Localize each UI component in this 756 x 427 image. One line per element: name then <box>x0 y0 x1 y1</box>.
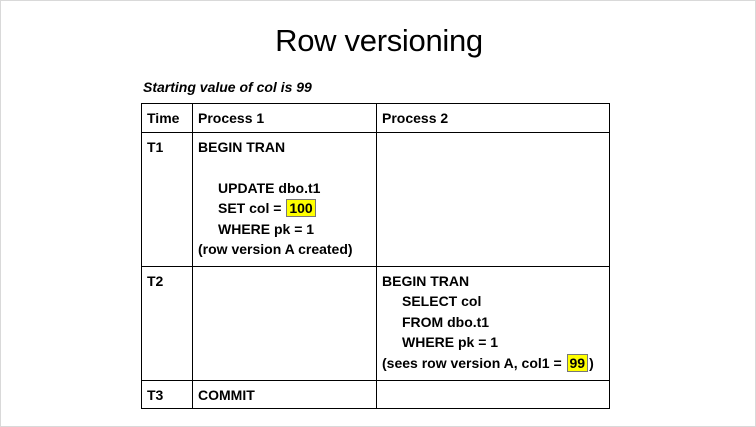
slide-title: Row versioning <box>275 23 483 58</box>
process-2-cell <box>376 131 610 267</box>
note-line: (sees row version A, col1 = 99) <box>382 353 604 374</box>
process-1-cell: COMMIT <box>192 379 377 409</box>
process-1-cell <box>192 265 377 381</box>
note-line: (row version A created) <box>198 241 353 257</box>
code-line: WHERE pk = 1 <box>402 334 499 350</box>
code-line: FROM dbo.t1 <box>402 313 490 330</box>
versioning-table: Time Process 1 Process 2 T1 BEGIN TRAN U… <box>141 103 610 409</box>
table-row: T1 BEGIN TRAN UPDATE dbo.t1 SET col = 10… <box>141 131 610 267</box>
code-text: SET col = <box>218 200 286 216</box>
code-line: BEGIN TRAN <box>382 272 470 289</box>
code-line: WHERE pk = 1 <box>218 220 315 237</box>
code-line: SET col = 100 <box>198 198 371 219</box>
header-process-1: Process 1 <box>192 103 377 133</box>
code-line: SELECT col <box>402 293 482 309</box>
table-row: T2 BEGIN TRAN SELECT col FROM dbo.t1 WHE… <box>141 265 610 381</box>
code-line: UPDATE dbo.t1 <box>218 179 321 196</box>
code-line: BEGIN TRAN <box>198 138 286 155</box>
time-cell: T3 <box>141 379 193 409</box>
note-text: ) <box>589 354 594 371</box>
process-2-cell: BEGIN TRAN SELECT col FROM dbo.t1 WHERE … <box>376 265 610 381</box>
process-1-cell: BEGIN TRAN UPDATE dbo.t1 SET col = 100 W… <box>192 131 377 267</box>
highlighted-value: 100 <box>286 199 316 217</box>
table-row: T3 COMMIT <box>141 379 610 409</box>
header-process-2: Process 2 <box>376 103 610 133</box>
table-header-row: Time Process 1 Process 2 <box>141 103 610 133</box>
highlighted-value: 99 <box>566 353 589 372</box>
slide-subtitle: Starting value of col is 99 <box>143 79 312 95</box>
time-cell: T1 <box>141 131 193 267</box>
process-2-cell <box>376 379 610 409</box>
header-time: Time <box>141 103 193 133</box>
time-cell: T2 <box>141 265 193 381</box>
note-text: (sees row version A, col1 = <box>382 354 562 371</box>
